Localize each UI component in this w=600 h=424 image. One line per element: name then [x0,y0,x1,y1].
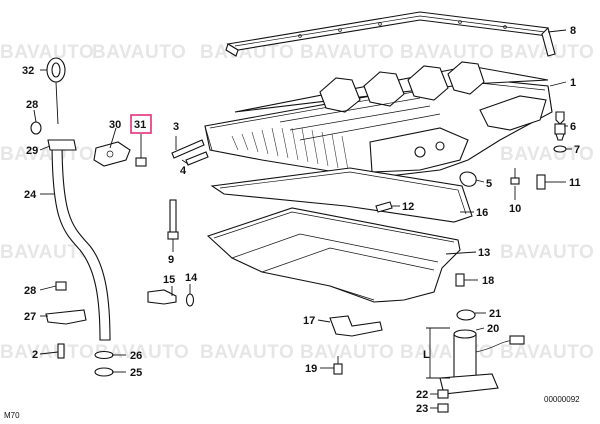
o-ring-21 [456,309,476,321]
watermark-text: BAVAUTO [200,42,294,63]
sealing-plug [459,171,477,187]
upper-oil-pan [204,61,553,179]
callout-labels: 8 1 3 4 5 6 7 10 11 12 16 9 13 14 15 17 … [22,25,581,415]
watermark-text: BAVAUTO [500,144,594,165]
tube-bracket [93,141,131,167]
clip-29 [47,139,77,151]
bracket-17 [329,315,383,337]
callout-7: 7 [574,144,580,156]
callout-28-upper: 28 [26,99,38,111]
nut-22 [437,389,449,399]
callout-29: 29 [26,145,38,157]
callout-30: 30 [109,119,121,131]
callout-20: 20 [487,323,499,335]
callout-31: 31 [134,119,146,131]
bracket-27 [45,309,87,325]
watermark-text: BAVAUTO [400,342,494,363]
upper-oil-pan-gasket [225,11,556,57]
lower-oil-pan [206,207,461,303]
callout-8: 8 [570,25,576,37]
watermark-text: BAVAUTO [400,42,494,63]
callout-28-lower: 28 [24,285,36,297]
stud-2 [57,343,65,359]
callout-21: 21 [489,308,501,320]
callout-24: 24 [24,189,37,201]
callout-16: 16 [476,207,488,219]
callout-11: 11 [569,177,581,189]
dipstick [46,57,66,125]
watermark-text: BAVAUTO [500,342,594,363]
diagram-number-label: 00000092 [544,395,580,404]
callout-19: 19 [305,363,317,375]
watermark-text: BAVAUTO [300,342,394,363]
bolt-11 [536,174,555,190]
stud-3 [171,139,205,159]
callout-26: 26 [130,350,142,362]
callout-13: 13 [478,247,490,259]
dipstick-guide-tube [51,139,111,341]
watermark-text: BAVAUTO [0,342,94,363]
leader-lines [33,29,572,409]
watermark-text: BAVAUTO [95,342,189,363]
bolt-19 [333,356,343,375]
stud-4 [185,151,209,166]
callout-27: 27 [24,311,36,323]
callout-25: 25 [130,367,142,379]
callout-9: 9 [168,254,174,266]
watermark-text: BAVAUTO [0,242,94,263]
nut-28 [55,281,67,291]
watermark-text: BAVAUTO [500,242,594,263]
callout-32: 32 [22,65,34,77]
o-ring-26 [94,350,114,360]
diagram-code-label: M70 [4,411,20,420]
bolt-9 [167,199,179,240]
watermark-text: BAVAUTO [0,42,94,63]
watermark-text: BAVAUTO [200,342,294,363]
callout-dimension-l: L [423,349,430,361]
callout-18: 18 [482,275,494,287]
bolt-31 [135,157,147,167]
watermark-text: BAVAUTO [92,42,186,63]
washer-25 [94,367,114,377]
callout-12: 12 [402,201,414,213]
callout-10: 10 [509,203,521,215]
callout-4: 4 [180,165,187,177]
drain-plug [147,289,177,305]
oil-level-sensor [439,329,525,395]
callout-2: 2 [32,349,38,361]
callout-3: 3 [173,121,179,133]
callout-14: 14 [185,272,198,284]
highlight-box [130,114,152,134]
callout-15: 15 [163,274,175,286]
bolt-23 [437,403,449,413]
callout-22: 22 [416,389,428,401]
callout-17: 17 [303,315,315,327]
seal-ring-7 [553,145,567,153]
seal-ring-28 [30,121,42,135]
callout-5: 5 [486,178,492,190]
oil-level-switch [554,111,566,141]
bolt-10 [510,168,520,185]
drain-plug-washer [185,293,195,307]
watermark-text: BAVAUTO [300,42,394,63]
dimension-l-marker [426,327,450,379]
callout-23: 23 [416,403,428,415]
bolt-18 [455,273,465,287]
callout-6: 6 [570,121,576,133]
bolt-12 [375,201,393,213]
lower-oil-pan-gasket [210,167,473,223]
callout-1: 1 [570,77,576,89]
